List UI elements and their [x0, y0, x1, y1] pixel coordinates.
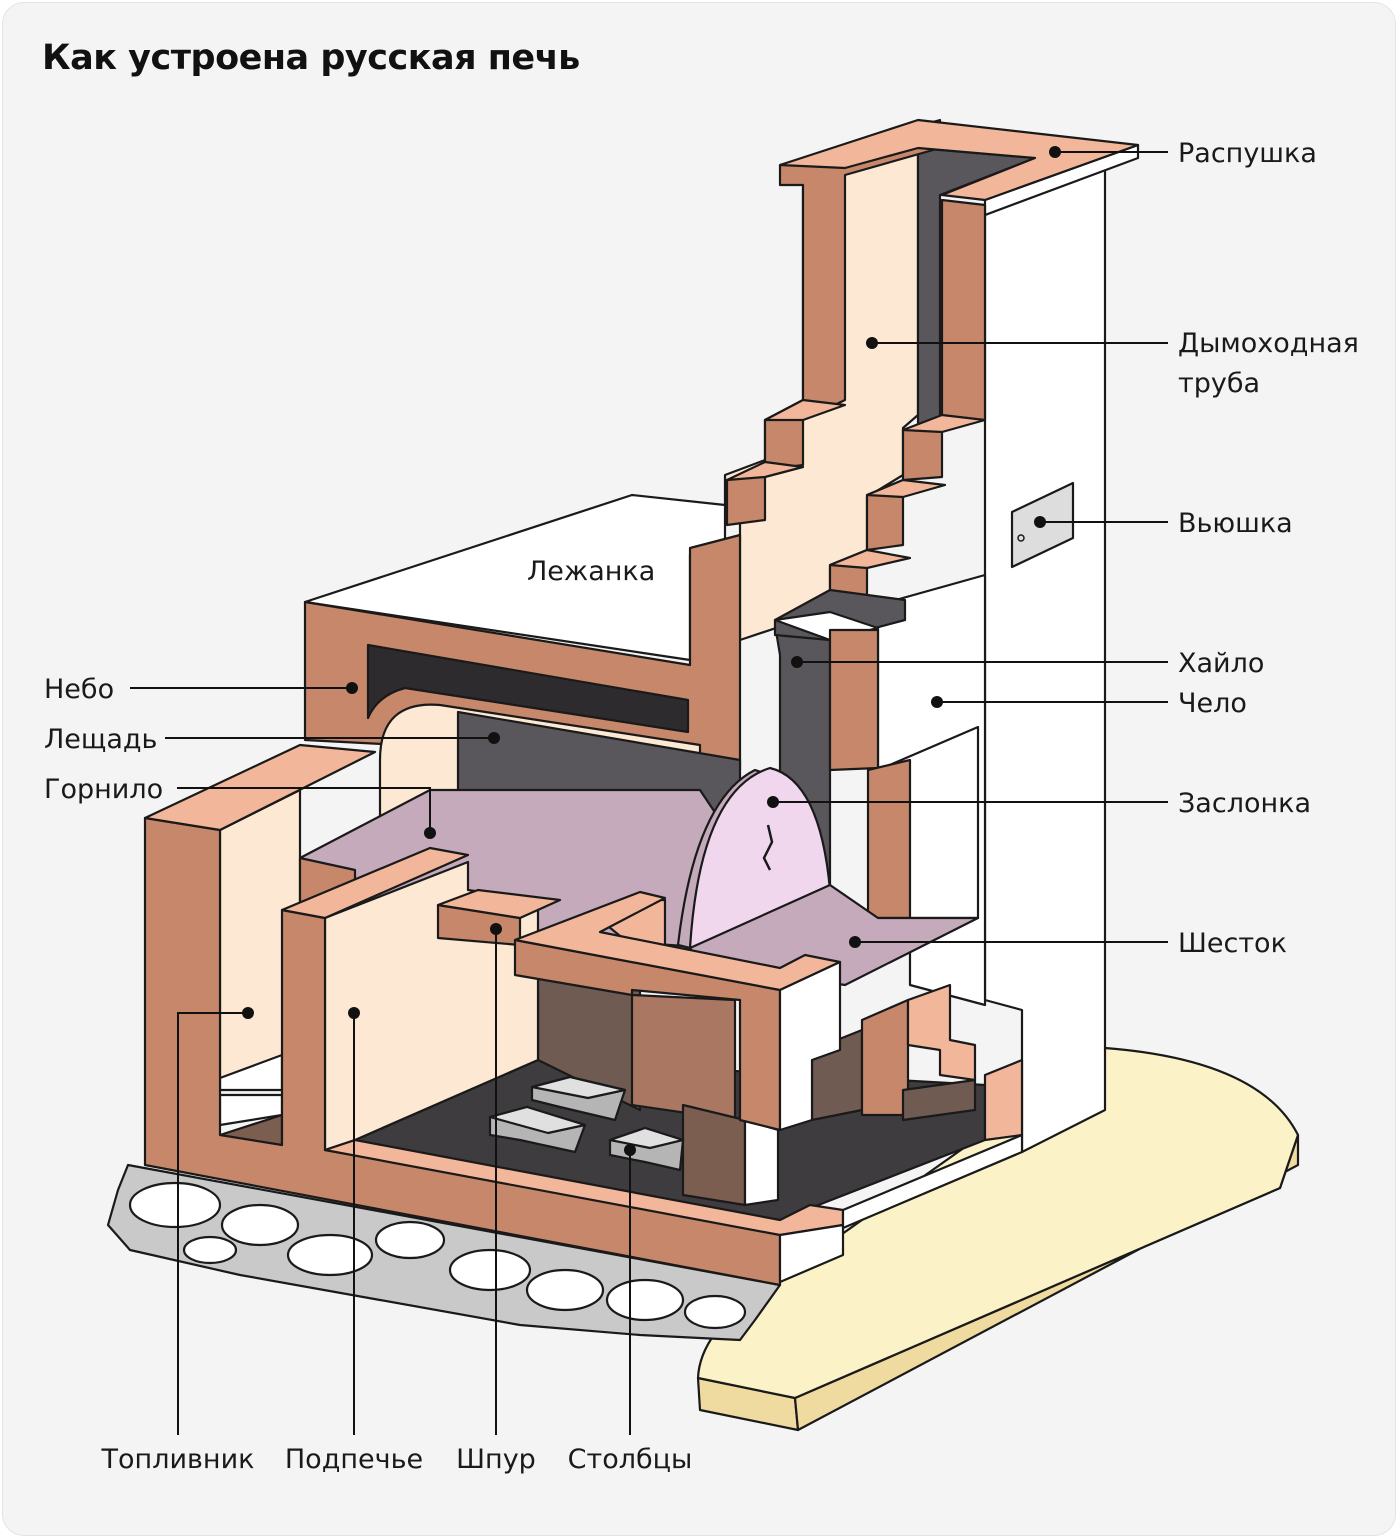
label-raspushka: Распушка [1178, 138, 1317, 169]
labels: Распушка Дымоходная труба Вьюшка Хайло Ч… [44, 138, 1359, 1475]
chimney [723, 118, 1140, 642]
label-podpeche: Подпечье [285, 1444, 423, 1475]
label-gornilo: Горнило [44, 774, 163, 805]
label-toplivnik: Топливник [101, 1444, 255, 1475]
label-stolbcy: Столбцы [568, 1444, 693, 1475]
leader-lines [130, 146, 1168, 1435]
side-wall [983, 166, 1107, 1154]
label-nebo: Небо [44, 674, 114, 705]
label-zaslonka: Заслонка [1178, 788, 1311, 819]
shpur-block [436, 888, 842, 1132]
label-chelo: Чело [1178, 688, 1247, 719]
label-dymohodnaya-line2: труба [1178, 368, 1260, 399]
label-vyushka: Вьюшка [1178, 508, 1293, 539]
label-lezhanka: Лежанка [527, 556, 655, 587]
label-dymohodnaya-line1: Дымоходная [1178, 328, 1359, 359]
rubble-foundation [106, 1163, 782, 1342]
label-shpur: Шпур [456, 1444, 536, 1475]
label-haylo: Хайло [1178, 648, 1264, 679]
podpeche-interior [353, 973, 1024, 1222]
label-leshchad: Лещадь [44, 724, 157, 755]
page-title: Как устроена русская печь [42, 38, 580, 78]
front-walls [143, 743, 1024, 1287]
label-shestok: Шесток [1178, 928, 1287, 959]
